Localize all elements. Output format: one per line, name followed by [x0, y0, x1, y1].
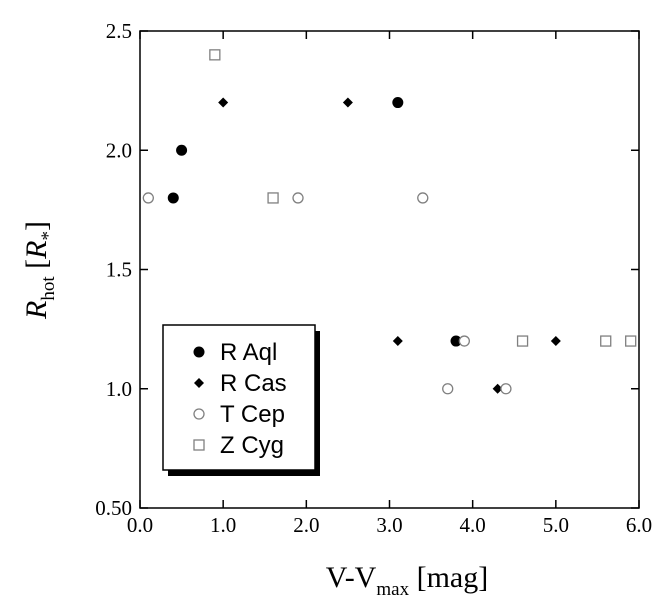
y-tick-label: 2.5: [106, 19, 132, 43]
x-tick-label: 2.0: [293, 513, 319, 537]
x-tick-label: 3.0: [376, 513, 402, 537]
t-cep-point: [442, 383, 454, 395]
r-aql-point: [176, 144, 188, 156]
legend-label-r-cas: R Cas: [220, 370, 287, 397]
x-tick-label: 4.0: [460, 513, 486, 537]
t-cep-point: [142, 192, 154, 204]
y-tick-label: 1.5: [106, 258, 132, 282]
z-cyg-point: [625, 335, 637, 347]
r-cas-point: [392, 336, 403, 347]
r-aql-point: [392, 97, 404, 109]
x-tick-label: 5.0: [543, 513, 569, 537]
z-cyg-point: [209, 49, 221, 61]
r-cas-point: [550, 336, 561, 347]
plot-marks: [142, 49, 637, 395]
r-cas-point: [218, 97, 229, 108]
legend-items: R Aql R Cas T Cep Z Cyg: [193, 339, 287, 459]
r-cas-point: [342, 97, 353, 108]
legend-marker-t-cep: [193, 408, 205, 420]
legend-box: [162, 324, 316, 471]
legend-label-z-cyg: Z Cyg: [220, 432, 284, 459]
t-cep-point: [458, 335, 471, 347]
legend-label-r-aql: R Aql: [220, 339, 277, 366]
y-tick-label: 2.0: [106, 138, 132, 162]
legend-marker-r-aql: [193, 346, 205, 358]
z-cyg-point: [516, 335, 529, 347]
r-aql-point: [450, 335, 462, 347]
z-cyg-point: [267, 192, 279, 204]
r-aql-point: [167, 192, 179, 204]
z-cyg-point: [600, 335, 612, 347]
x-tick-label: 6.0: [626, 513, 652, 537]
y-axis-title: Rhot [R*]: [20, 221, 59, 320]
x-tick-label: 0.0: [127, 513, 153, 537]
t-cep-point: [500, 383, 512, 395]
x-tick-label: 1.0: [210, 513, 236, 537]
y-tick-label: 1.0: [106, 377, 132, 401]
legend-marker-r-cas: [194, 378, 204, 388]
axis-ticks: 0.0 1.0 2.0 3.0 4.0 5.0 6.0 0.50 1.0 1.5 2.0 2.5: [95, 19, 652, 537]
r-cas-point: [492, 383, 503, 394]
t-cep-point: [417, 192, 429, 204]
t-cep-point: [292, 192, 304, 204]
legend-label-t-cep: T Cep: [220, 401, 285, 428]
x-axis-title: V-Vmax [mag]: [326, 561, 488, 600]
y-tick-label: 0.50: [95, 496, 132, 520]
legend-marker-z-cyg: [193, 439, 205, 451]
legend: R Aql R Cas T Cep Z Cyg: [162, 324, 320, 476]
